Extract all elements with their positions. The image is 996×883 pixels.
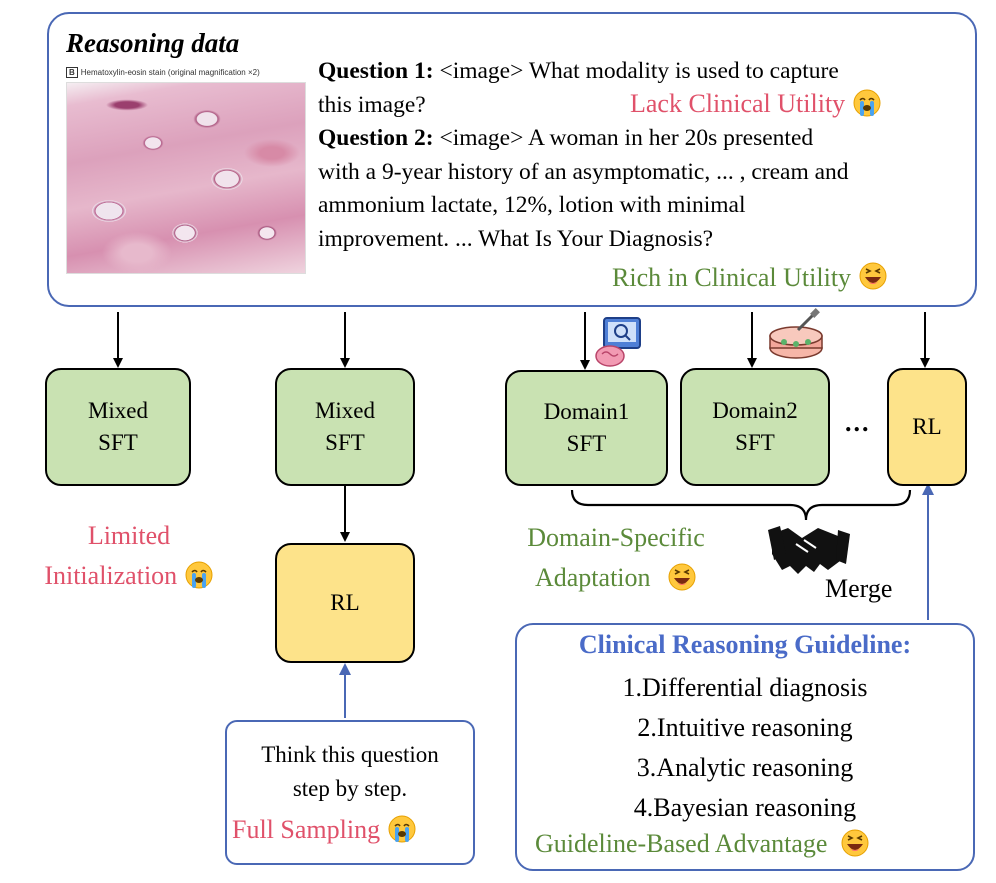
lack-clinical-utility-label: Lack Clinical Utility [630,88,882,119]
brain-scan-icon [595,317,641,367]
rl-box-right: RL [887,368,967,486]
guideline-title: Clinical Reasoning Guideline: [578,630,912,659]
crying-face-icon [388,815,416,843]
guideline-item: 3.Analytic reasoning [636,753,854,782]
merge-label: Merge [825,574,893,603]
q2-line1: Question 2: <image> A woman in her 20s p… [318,125,814,151]
guideline-list: 1.Differential diagnosis 2.Intuitive rea… [515,668,975,828]
question-text: Question 1: <image> What modality is use… [318,55,968,256]
limited-initialization-label: Limited Initialization [40,516,218,596]
crying-face-icon [185,561,213,589]
histology-image [66,82,306,274]
handshake-icon [768,526,850,574]
petri-dish-icon [769,308,823,359]
domain-specific-adaptation-label: Domain-Specific Adaptation [527,523,705,592]
q1-line2: this image? [318,91,426,118]
guideline-item: 1.Differential diagnosis [622,673,868,702]
guideline-based-advantage-label: Guideline-Based Advantage [535,828,870,859]
caption-text: Hematoxylin-eosin stain (original magnif… [80,68,260,77]
q2-line4: improvement. ... What Is Your Diagnosis? [318,225,714,252]
think-prompt-box [225,720,475,865]
panel-title: Reasoning data [66,28,240,58]
think-prompt-text: Think this question step by step. [261,742,439,801]
grinning-face-icon [668,563,696,591]
crying-face-icon [853,89,881,117]
full-sampling-label: Full Sampling [232,814,417,845]
rich-clinical-utility-label: Rich in Clinical Utility [612,261,888,293]
clinical-reasoning-guideline-box [515,623,975,871]
rl-box-left: RL [275,543,415,663]
grinning-face-icon [841,829,869,857]
grinning-face-icon [859,262,887,290]
q1-line1: Question 1: <image> What modality is use… [318,58,839,84]
more-domains-ellipsis: ... [845,408,871,437]
q2-line3: ammonium lactate, 12%, lotion with minim… [318,192,746,218]
guideline-item: 4.Bayesian reasoning [633,793,857,822]
caption-letter: B [66,67,78,78]
merge-brace [570,489,912,521]
guideline-item: 2.Intuitive reasoning [637,713,853,742]
q2-line2: with a 9-year history of an asymptomatic… [318,158,849,185]
